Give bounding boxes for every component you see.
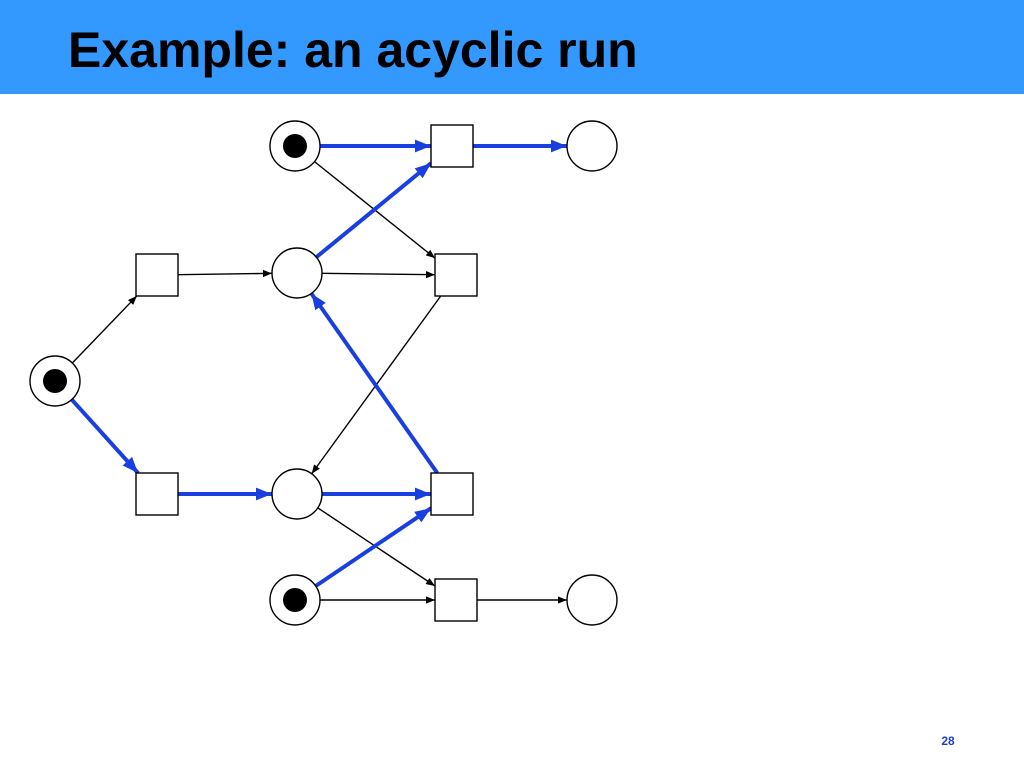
arc-p-upper-mid-to-t-upper-right [321,271,436,279]
slide-title: Example: an acyclic run [68,22,638,78]
run-arc-t-lower-right-to-p-upper-mid [309,292,439,475]
place-p-upper-mid [271,247,323,299]
transition-t-top [430,124,474,168]
title-bar [0,0,1024,94]
page-number: 28 [941,734,955,748]
transition-t-lower-left [135,472,179,516]
arc-p-left-to-t-upper-left [71,295,138,364]
run-arc-p-bottom-to-t-lower-right [314,506,433,588]
nodes-layer [29,120,618,626]
run-arc-p-left-to-t-lower-left [70,398,140,475]
run-arc-p-upper-mid-to-t-top [315,161,433,259]
place-p-lower-mid [271,468,323,520]
place-p-lower-out [566,574,618,626]
place-p-upper-out [566,120,618,172]
arc-t-upper-left-to-p-upper-mid [177,269,273,278]
transition-t-bottom [434,578,478,622]
transition-t-upper-left [135,253,179,297]
arcs-layer [70,139,567,604]
transition-t-lower-right [430,472,474,516]
token-p-top [283,134,307,158]
transition-t-upper-right [434,253,478,297]
token-p-left [43,369,67,393]
token-p-bottom [283,588,307,612]
